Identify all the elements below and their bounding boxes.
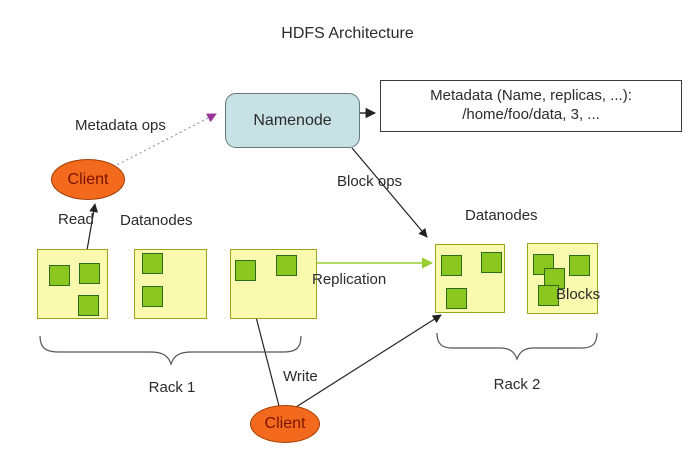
metadata-ops-label: Metadata ops [75,117,166,134]
metadata-line1: Metadata (Name, replicas, ...): [430,87,632,105]
block [481,252,502,273]
block [276,255,297,276]
block [79,263,100,284]
block [441,255,462,276]
block-ops-label: Block ops [337,173,403,190]
client-bottom-label: Client [264,415,306,432]
rack1-datanode-1 [37,249,108,319]
rack2-label: Rack 2 [493,376,541,393]
rack1-label: Rack 1 [148,379,196,396]
replication-label: Replication [312,271,387,288]
client-bottom-ellipse: Client [250,405,320,443]
block [235,260,256,281]
metadata-box: Metadata (Name, replicas, ...): /home/fo… [380,80,682,132]
block [538,285,559,306]
block [78,295,99,316]
diagram-title: HDFS Architecture [281,25,414,42]
client-top-ellipse: Client [51,159,125,200]
rack2-brace [436,332,598,361]
block [569,255,590,276]
datanodes-right-label: Datanodes [465,207,538,224]
blocks-label: Blocks [556,286,601,303]
namenode-box: Namenode [225,93,360,148]
rack2-datanode-2 [527,243,598,314]
block [142,286,163,307]
write-label: Write [283,368,318,385]
block [49,265,70,286]
block [142,253,163,274]
read-arrow [85,203,99,257]
block [446,288,467,309]
client-top-label: Client [67,170,109,188]
namenode-label: Namenode [253,111,332,129]
read-label: Read [58,211,94,228]
metadata-line2: /home/foo/data, 3, ... [462,106,600,123]
rack1-brace [39,335,302,366]
datanodes-left-label: Datanodes [120,212,193,229]
rack1-datanode-3 [230,249,317,319]
metadata-ops-arrow [112,113,217,168]
rack2-datanode-1 [435,244,505,313]
write-arrow-rack2 [295,314,442,408]
rack1-datanode-2 [134,249,207,319]
block-ops-arrow [351,147,428,238]
